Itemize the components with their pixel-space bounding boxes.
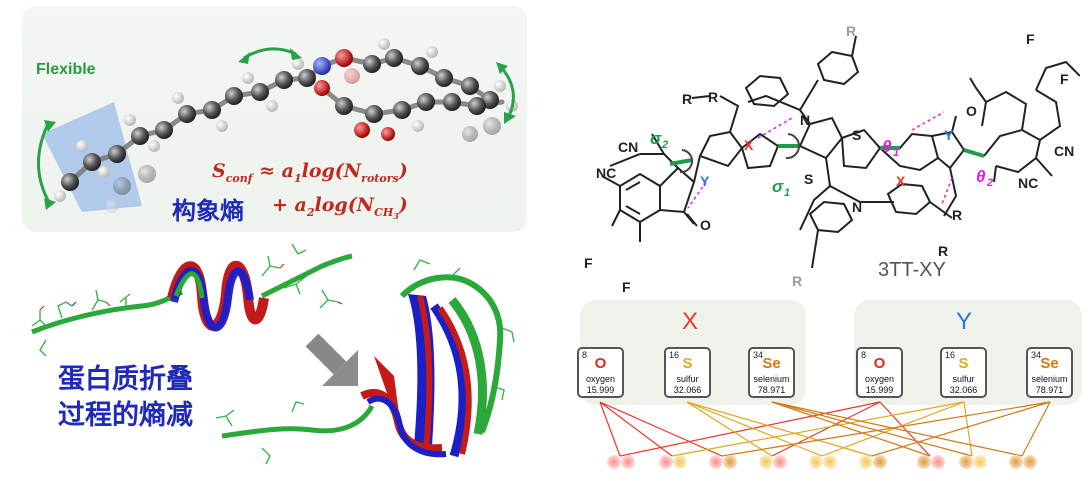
f-label-left-2: F bbox=[622, 279, 631, 295]
sigma1-subscript: 1 bbox=[784, 187, 790, 199]
protein-ribbon-illustration bbox=[31, 243, 515, 465]
f-label-left-1: F bbox=[584, 255, 593, 271]
unfolded-heteroatoms bbox=[39, 263, 285, 311]
protein-entropy-label-line1: 蛋白质折叠 bbox=[58, 364, 193, 394]
r-label-bottom-grey: R bbox=[792, 273, 802, 289]
f-label-right-1: F bbox=[1026, 31, 1035, 47]
nc-label-left: NC bbox=[596, 165, 616, 181]
unfolded-helix bbox=[167, 260, 269, 332]
r-label-4: R bbox=[938, 243, 948, 259]
r-label-top-grey: R bbox=[846, 23, 856, 39]
ghost-conformers bbox=[105, 68, 501, 213]
protein-folding-panel: 蛋白质折叠 过程的熵减 bbox=[22, 236, 527, 476]
formula-s: S bbox=[212, 160, 226, 182]
noncovalent-lock-lines bbox=[687, 111, 953, 209]
chemical-structure-panel: NC CN F F O R R N S S N R R O F F CN NC … bbox=[560, 6, 1081, 296]
theta1-symbol: θ bbox=[882, 137, 892, 156]
lines-from-x-oxygen bbox=[599, 401, 723, 457]
nc-label-right: NC bbox=[1018, 175, 1038, 191]
o-label-left: O bbox=[700, 217, 711, 233]
unfolded-backbone-right bbox=[260, 253, 353, 299]
element-box-x-sulfur: 16 S sulfur 32.066 bbox=[664, 347, 711, 398]
unfolded-sidechains bbox=[31, 243, 339, 357]
r-label-1: R bbox=[708, 89, 718, 105]
structure-bonds bbox=[601, 60, 1081, 242]
formula-log-rotors: log(N bbox=[301, 160, 362, 182]
s-label-top: S bbox=[852, 127, 861, 143]
lines-from-y-oxygen bbox=[619, 401, 931, 457]
oxygen-atoms bbox=[314, 49, 395, 141]
y-atom-right: Y bbox=[944, 127, 954, 143]
sigma2-subscript: 2 bbox=[661, 139, 668, 151]
formula-sub-1: 1 bbox=[293, 171, 302, 185]
nitrogen-atom bbox=[313, 57, 331, 75]
bond-rotation-arrows bbox=[679, 133, 800, 174]
protein-entropy-label-line2: 过程的熵减 bbox=[58, 400, 193, 430]
formula-sub-ch: CH3 bbox=[374, 205, 399, 221]
formula-close2: ) bbox=[398, 194, 408, 216]
y-group-label: Y bbox=[956, 308, 973, 335]
formula-sub-2: 2 bbox=[306, 205, 315, 219]
n-label-top: N bbox=[800, 112, 810, 128]
combination-lines bbox=[599, 401, 1051, 469]
lines-from-x-sulfur bbox=[686, 401, 873, 457]
y-atom-left: Y bbox=[700, 173, 710, 189]
formula-close1: ) bbox=[398, 160, 408, 182]
compound-name: 3TT-XY bbox=[878, 259, 946, 281]
element-box-y-oxygen: 8 O oxygen 15.999 bbox=[856, 347, 903, 398]
conformational-entropy-panel: Flexible Sconf ≈ a1log(Nrotors) + a2log(… bbox=[22, 6, 527, 232]
element-box-x-oxygen: 8 O oxygen 15.999 bbox=[577, 347, 624, 398]
formula-plus: + a bbox=[272, 194, 307, 216]
formula-approx: ≈ a bbox=[252, 160, 294, 182]
cn-label-right: CN bbox=[1054, 143, 1074, 159]
carbon-atoms bbox=[61, 49, 499, 191]
formula-sub-rotors: rotors bbox=[361, 171, 399, 185]
hydrogen-atoms bbox=[54, 38, 518, 202]
conjugated-bonds bbox=[669, 144, 985, 166]
conformational-entropy-label: 构象熵 bbox=[172, 198, 244, 225]
f-label-right-2: F bbox=[1060, 71, 1069, 87]
theta2-symbol: θ bbox=[976, 167, 986, 186]
x-atom-left: X bbox=[744, 137, 754, 153]
r-label-2: R bbox=[682, 91, 692, 107]
flexible-label: Flexible bbox=[36, 61, 96, 78]
entropy-formula-line1: Sconf ≈ a1log(Nrotors) bbox=[212, 160, 408, 185]
x-atom-right: X bbox=[896, 173, 906, 189]
lines-from-y-sulfur bbox=[671, 401, 973, 457]
theta2-subscript: 2 bbox=[986, 177, 993, 189]
s-label-bottom: S bbox=[804, 171, 813, 187]
element-box-x-selenium: 34 Se selenium 78.971 bbox=[748, 347, 795, 398]
entropy-formula-line2: + a2log(NCH3) bbox=[272, 194, 408, 221]
x-group-label: X bbox=[682, 308, 699, 335]
formula-log-ch3: log(N bbox=[314, 194, 375, 216]
formula-sub-conf: conf bbox=[225, 171, 253, 185]
combination-dots bbox=[607, 455, 1037, 469]
molecule-ball-stick-illustration bbox=[37, 38, 518, 213]
3tt-xy-structure: NC CN F F O R R N S S N R R O F F CN NC … bbox=[584, 23, 1081, 295]
element-substitution-panel: X Y 8 O oxygen 15.999 16 S sulfur 32.066… bbox=[572, 300, 1082, 478]
element-box-y-selenium: 34 Se selenium 78.971 bbox=[1026, 347, 1073, 398]
n-label-bottom: N bbox=[852, 199, 862, 215]
o-label-right: O bbox=[966, 103, 977, 119]
theta1-subscript: 1 bbox=[893, 147, 899, 159]
lines-from-y-selenium bbox=[721, 401, 1051, 457]
unfolded-backbone-left bbox=[31, 289, 183, 335]
folding-arrow bbox=[305, 333, 358, 386]
sigma2-symbol: σ bbox=[650, 129, 662, 148]
phenyl-rings bbox=[691, 35, 953, 269]
r-label-3: R bbox=[952, 207, 962, 223]
cn-label-left: CN bbox=[618, 139, 638, 155]
rotation-arrowheads bbox=[44, 48, 516, 210]
folded-protein bbox=[215, 259, 515, 465]
element-box-y-sulfur: 16 S sulfur 32.066 bbox=[940, 347, 987, 398]
sigma1-symbol: σ bbox=[772, 177, 784, 196]
